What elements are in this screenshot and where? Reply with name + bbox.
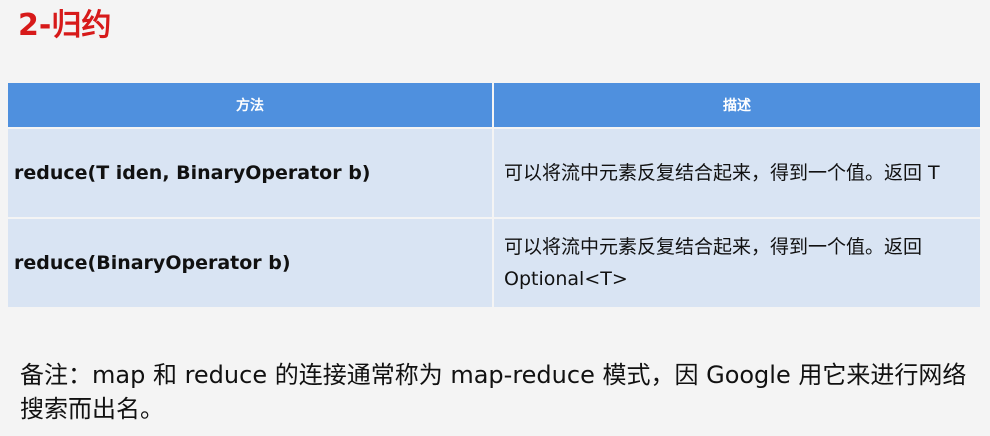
table-header-row: 方法 描述	[6, 81, 982, 129]
header-description: 描述	[492, 81, 982, 129]
method-signature: reduce(T iden, BinaryOperator b)	[6, 127, 494, 219]
note-paragraph: 备注：map 和 reduce 的连接通常称为 map-reduce 模式，因 …	[20, 358, 970, 426]
method-description: 可以将流中元素反复结合起来，得到一个值。返回 Optional<T>	[492, 217, 982, 309]
header-method: 方法	[6, 81, 494, 129]
slide-title: 2-归约	[18, 8, 112, 43]
table-row: reduce(BinaryOperator b) 可以将流中元素反复结合起来，得…	[6, 217, 982, 309]
table-row: reduce(T iden, BinaryOperator b) 可以将流中元素…	[6, 127, 982, 219]
method-description: 可以将流中元素反复结合起来，得到一个值。返回 T	[492, 127, 982, 219]
method-signature: reduce(BinaryOperator b)	[6, 217, 494, 309]
methods-table: 方法 描述 reduce(T iden, BinaryOperator b) 可…	[6, 81, 982, 309]
note-text: 备注：map 和 reduce 的连接通常称为 map-reduce 模式，因 …	[20, 361, 967, 423]
